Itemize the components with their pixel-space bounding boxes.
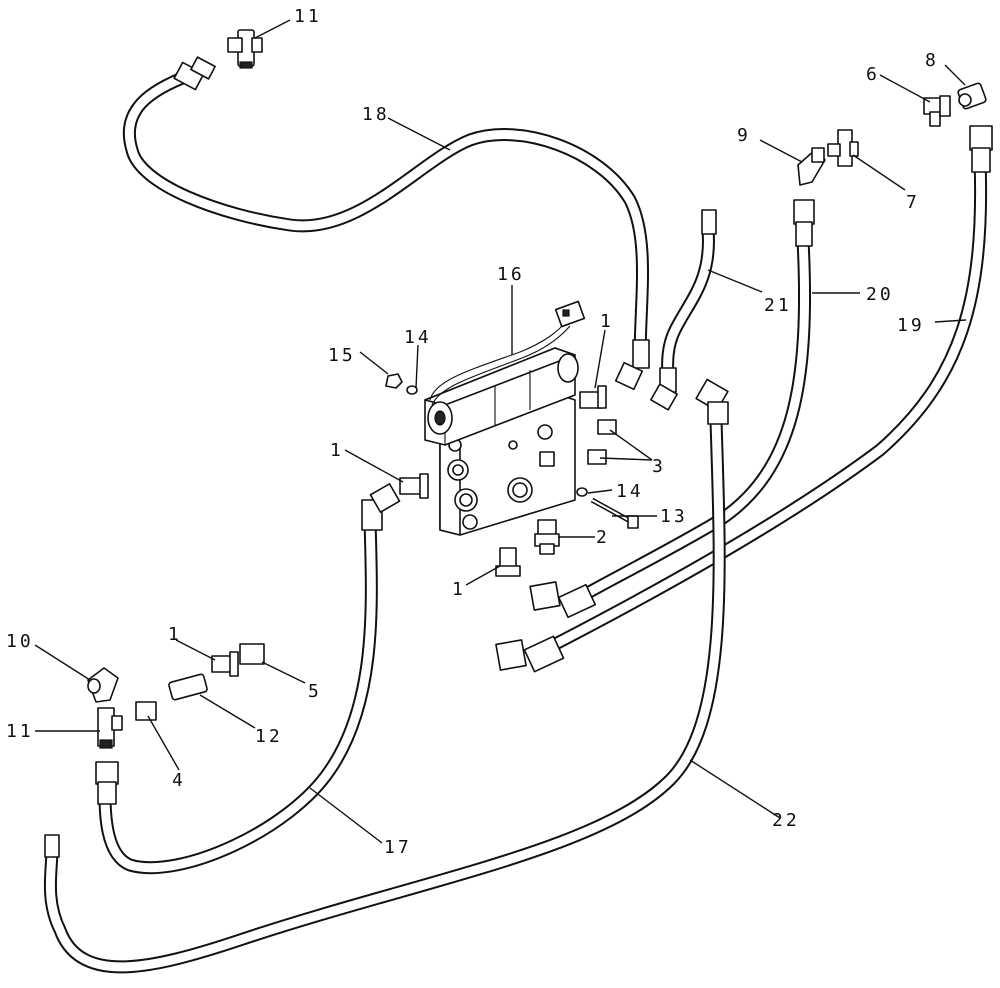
callout-22: 22 <box>772 810 800 831</box>
callout-7: 7 <box>906 192 920 213</box>
callout-14-top: 14 <box>404 327 432 348</box>
adapter-12 <box>168 673 208 701</box>
callout-11-bottom: 11 <box>6 721 34 742</box>
callout-14-right: 14 <box>616 481 644 502</box>
callout-6: 6 <box>866 64 880 85</box>
callout-12: 12 <box>255 726 283 747</box>
hose-21 <box>661 223 715 392</box>
hose-20 <box>568 233 811 607</box>
callout-19: 19 <box>897 315 925 336</box>
tee-fitting-11-bottom <box>97 707 123 749</box>
fitting-1-lower <box>495 547 521 577</box>
callout-5: 5 <box>308 681 322 702</box>
callout-1-upper: 1 <box>600 311 614 332</box>
fitting-4 <box>135 701 157 721</box>
bolt-13 <box>590 497 639 529</box>
elbow-9 <box>797 147 826 186</box>
callout-labels: 11 18 6 8 9 7 16 14 15 1 21 20 19 1 3 14… <box>6 6 939 858</box>
callout-3: 3 <box>652 456 666 477</box>
elbow-8 <box>957 82 987 110</box>
valve-block <box>424 300 586 536</box>
callout-13: 13 <box>660 506 688 527</box>
fitting-1-mid <box>211 651 239 677</box>
callout-18: 18 <box>362 104 390 125</box>
adapter-6 <box>923 95 951 127</box>
hose-17 <box>98 513 378 875</box>
callout-2: 2 <box>596 527 610 548</box>
callout-17: 17 <box>384 837 412 858</box>
callout-4: 4 <box>172 770 186 791</box>
callout-11-top: 11 <box>294 6 322 27</box>
fitting-1-upper <box>579 385 607 409</box>
callout-1-lower: 1 <box>452 579 466 600</box>
callout-15: 15 <box>328 345 356 366</box>
tee-fitting-11-top <box>227 29 263 69</box>
callout-16: 16 <box>497 264 525 285</box>
hose-22 <box>43 413 726 974</box>
callout-1-left: 1 <box>330 440 344 461</box>
hose-end-fittings <box>44 56 993 858</box>
hose-18 <box>122 68 649 367</box>
callout-1-mid: 1 <box>168 624 182 645</box>
nut-15 <box>385 373 403 389</box>
fitting-5 <box>239 643 265 665</box>
callout-21: 21 <box>764 295 792 316</box>
washer-14 <box>406 385 588 497</box>
fitting-2 <box>534 519 560 555</box>
callout-8: 8 <box>925 50 939 71</box>
tee-7 <box>827 129 859 167</box>
fitting-1-left <box>399 473 429 499</box>
callout-20: 20 <box>866 284 894 305</box>
elbow-10 <box>87 667 119 703</box>
hose-19 <box>533 153 988 659</box>
leader-lines <box>34 19 967 844</box>
callout-9: 9 <box>737 125 751 146</box>
callout-10: 10 <box>6 631 34 652</box>
